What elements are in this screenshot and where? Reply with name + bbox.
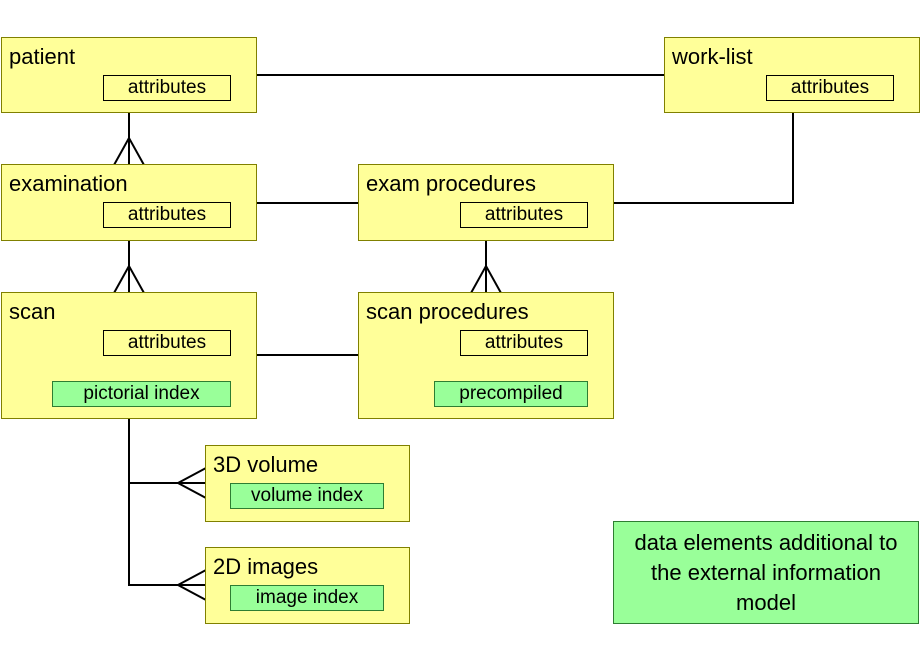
scan-2dimages-crowfoot xyxy=(175,569,207,601)
worklist-entity: work-list attributes xyxy=(664,37,920,113)
3d-volume-index: volume index xyxy=(230,483,384,509)
3d-volume-title: 3D volume xyxy=(213,452,319,477)
exam-procedures-attributes: attributes xyxy=(460,202,588,228)
patient-entity: patient attributes xyxy=(1,37,257,113)
scan-pictorial-index: pictorial index xyxy=(52,381,231,407)
examprocedures-scanprocedures-crowfoot xyxy=(470,263,502,294)
patient-attributes: attributes xyxy=(103,75,231,101)
2d-images-entity: 2D images image index xyxy=(205,547,410,624)
scan-procedures-title: scan procedures xyxy=(366,299,529,324)
legend-text: data elements additional to the external… xyxy=(634,529,898,615)
examination-title: examination xyxy=(9,171,128,196)
scan-children-trunk xyxy=(128,419,206,586)
patient-title: patient xyxy=(9,44,76,69)
patient-examination-crowfoot xyxy=(113,135,145,166)
2d-images-index: image index xyxy=(230,585,384,611)
examination-entity: examination attributes xyxy=(1,164,257,241)
exam-procedures-title: exam procedures xyxy=(366,171,536,196)
worklist-title: work-list xyxy=(672,44,753,69)
scan-procedures-precompiled: precompiled xyxy=(434,381,588,407)
examination-attributes: attributes xyxy=(103,202,231,228)
scan-title: scan xyxy=(9,299,56,324)
2d-images-title: 2D images xyxy=(213,554,319,579)
scan-procedures-attributes: attributes xyxy=(460,330,588,356)
scan-entity: scan attributes pictorial index xyxy=(1,292,257,419)
scan-procedures-entity: scan procedures attributes precompiled xyxy=(358,292,614,419)
scan-3dvolume-crowfoot xyxy=(175,467,207,499)
examination-scan-crowfoot xyxy=(113,263,145,294)
worklist-examprocedures-line xyxy=(613,113,794,204)
worklist-attributes: attributes xyxy=(766,75,894,101)
3d-volume-entity: 3D volume volume index xyxy=(205,445,410,522)
scan-attributes: attributes xyxy=(103,330,231,356)
exam-procedures-entity: exam procedures attributes xyxy=(358,164,614,241)
legend-box: data elements additional to the external… xyxy=(613,521,919,624)
